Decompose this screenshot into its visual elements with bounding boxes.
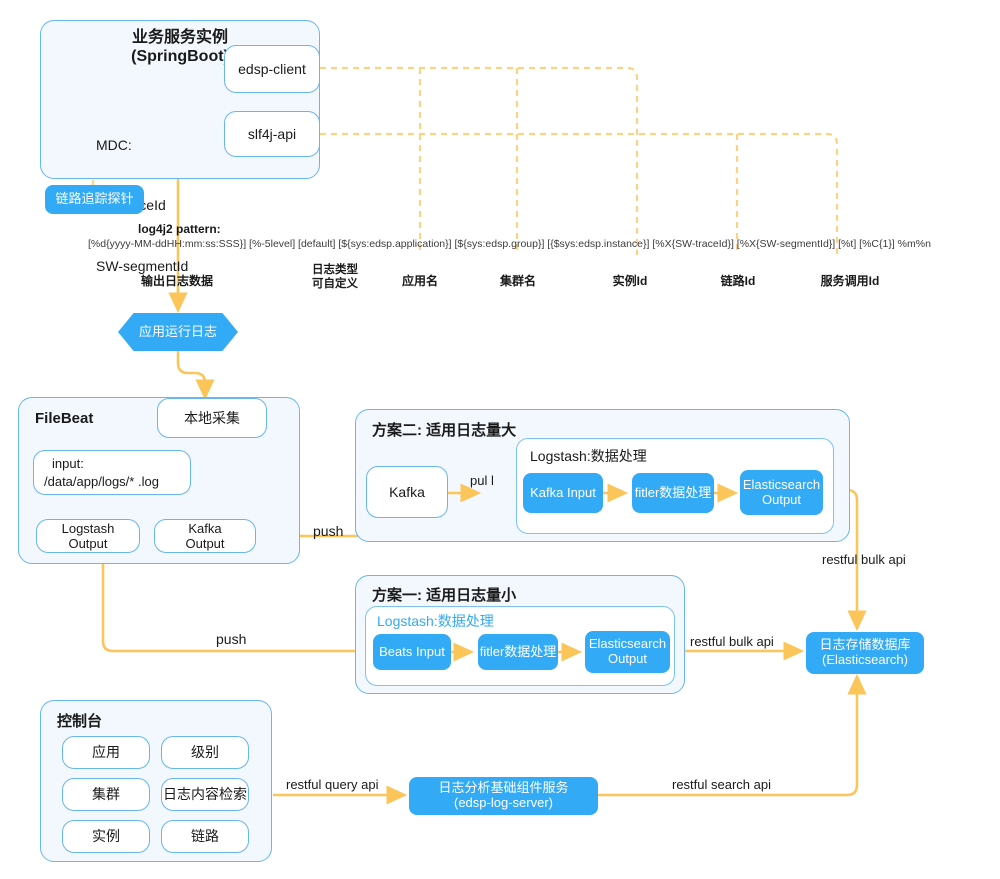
storage-line1: 日志存储数据库 (819, 637, 911, 653)
console-item-trace-label: 链路 (191, 828, 219, 845)
plan1-step-es-output[interactable]: Elasticsearch Output (585, 631, 670, 673)
storage-line2: (Elasticsearch) (822, 652, 908, 667)
plan2-pull-label: pul l (470, 473, 494, 488)
slf4j-api-box[interactable]: slf4j-api (224, 111, 320, 157)
console-item-instance-label: 实例 (92, 828, 120, 845)
log-server-chip[interactable]: 日志分析基础组件服务 (edsp-log-server) (409, 777, 598, 815)
plan1-step-beats-input[interactable]: Beats Input (373, 634, 451, 670)
log-storage-db-chip[interactable]: 日志存储数据库 (Elasticsearch) (806, 632, 924, 674)
console-item-log-search[interactable]: 日志内容检索 (161, 778, 249, 811)
trace-probe-label: 链路追踪探针 (55, 191, 134, 207)
plan1-step-0-label: Beats Input (379, 643, 445, 659)
edsp-client-box[interactable]: edsp-client (224, 45, 320, 93)
console-item-trace[interactable]: 链路 (161, 820, 249, 853)
plan2-title: 方案二: 适用日志量大 (372, 422, 517, 439)
plan2-step-es-output[interactable]: Elasticsearch Output (740, 470, 823, 515)
plan2-step-kafka-input[interactable]: Kafka Input (523, 473, 603, 513)
log-server-line2: (edsp-log-server) (454, 795, 553, 810)
log4j2-pattern-text: [%d{yyyy-MM-ddHH:mm:ss:SSS}] [%-5level] … (88, 238, 931, 250)
console-item-level-label: 级别 (191, 744, 219, 761)
plan2-step-0-label: Kafka Input (530, 484, 596, 500)
plan2-step-2-label: Elasticsearch Output (742, 476, 821, 507)
edsp-client-label: edsp-client (238, 60, 306, 77)
log-server-line1: 日志分析基础组件服务 (438, 780, 569, 796)
mdc-label: MDC: (96, 136, 132, 153)
annotation-service-call-id: 服务调用Id (820, 273, 880, 288)
plan2-step-filter[interactable]: fitler数据处理 (632, 473, 714, 513)
log4j2-pattern-title: log4j2 pattern: (138, 222, 221, 236)
console-item-level[interactable]: 级别 (161, 736, 249, 769)
filebeat-input-box[interactable]: input: /data/app/logs/* .log (33, 450, 191, 495)
plan1-title: 方案一: 适用日志量小 (372, 587, 517, 604)
slf4j-api-label: slf4j-api (247, 125, 297, 142)
annotation-app-name: 应用名 (401, 273, 438, 288)
logstash-output-box[interactable]: Logstash Output (36, 519, 140, 553)
logstash-output-label: Logstash Output (61, 520, 115, 551)
console-item-app-label: 应用 (92, 744, 120, 761)
edge-label-bulk-api-plan2: restful bulk api (822, 552, 906, 567)
filebeat-input-key: input: (52, 455, 84, 471)
plan1-step-filter[interactable]: fitler数据处理 (478, 634, 558, 670)
runtime-log-hexagon (118, 313, 238, 351)
console-item-cluster[interactable]: 集群 (62, 778, 150, 811)
local-collect-box[interactable]: 本地采集 (157, 398, 267, 438)
service-title-line1: 业务服务实例 (131, 29, 228, 47)
edge-label-bulk-api-plan1: restful bulk api (690, 634, 774, 649)
plan1-step-2-label: Elasticsearch Output (588, 636, 667, 666)
console-item-app[interactable]: 应用 (62, 736, 150, 769)
console-item-cluster-label: 集群 (92, 786, 120, 803)
console-item-instance[interactable]: 实例 (62, 820, 150, 853)
annotation-cluster-name: 集群名 (499, 273, 536, 288)
runtime-log-label: 应用运行日志 (138, 324, 217, 340)
annotation-log-type: 日志类型 可自定义 (312, 264, 358, 290)
edge-label-push-beats: push (216, 631, 247, 647)
plan1-step-1-label: fitler数据处理 (479, 643, 557, 659)
filebeat-title: FileBeat (35, 410, 94, 427)
service-instance-title: 业务服务实例 (SpringBoot) (40, 26, 320, 70)
kafka-label: Kafka (389, 483, 425, 500)
local-collect-label: 本地采集 (184, 409, 240, 426)
annotation-trace-id: 链路Id (720, 273, 756, 288)
edge-label-search-api: restful search api (672, 777, 771, 792)
console-item-log-search-label: 日志内容检索 (163, 786, 247, 803)
mdc-sw-segmentid: SW-segmentId (96, 258, 189, 275)
plan2-step-1-label: fitler数据处理 (634, 484, 712, 500)
annotation-instance-id: 实例Id (612, 273, 648, 288)
edge-label-query-api: restful query api (286, 777, 379, 792)
trace-probe-chip[interactable]: 链路追踪探针 (45, 185, 144, 214)
kafka-output-box[interactable]: Kafka Output (154, 519, 256, 553)
plan2-logstash-title: Logstash:数据处理 (530, 448, 647, 464)
service-title-line2: (SpringBoot) (131, 48, 229, 65)
kafka-box[interactable]: Kafka (366, 466, 448, 518)
plan1-logstash-title: Logstash:数据处理 (377, 613, 494, 629)
console-title: 控制台 (57, 713, 103, 730)
annotation-output-log-data: 输出日志数据 (140, 273, 213, 288)
kafka-output-label: Kafka Output (185, 520, 225, 551)
edge-label-push-kafka: push (313, 523, 344, 539)
filebeat-input-path: /data/app/logs/* .log (44, 473, 159, 489)
